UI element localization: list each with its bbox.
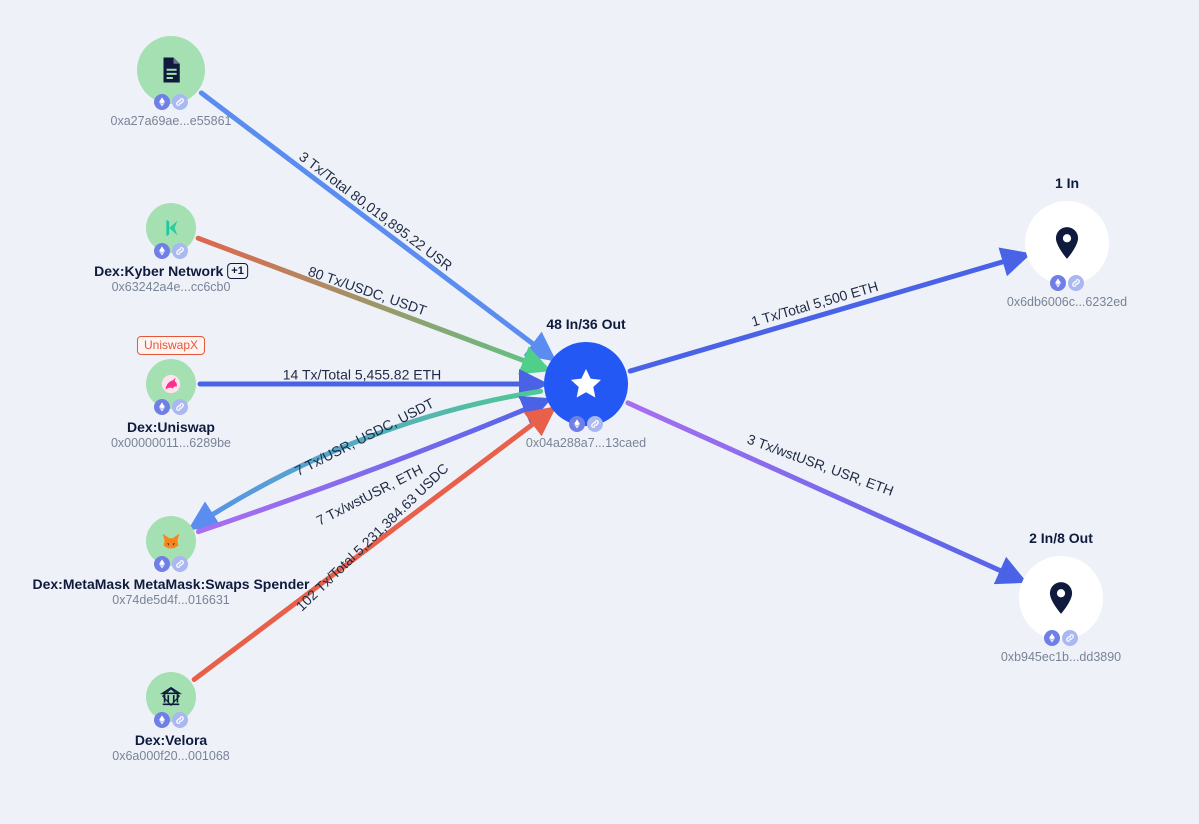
node-circle[interactable] (146, 359, 196, 409)
ethereum-icon[interactable] (154, 94, 170, 110)
edge-center-dest1[interactable] (627, 247, 1032, 374)
edge-label: 102 Tx/Total 5,231,384.63 USDC (293, 460, 452, 614)
link-icon[interactable] (172, 556, 188, 572)
link-icon[interactable] (1068, 275, 1084, 291)
node-address[interactable]: 0x6a000f20...001068 (112, 749, 230, 763)
edge-label: 80 Tx/USDC, USDT (306, 263, 429, 319)
ethereum-icon[interactable] (154, 712, 170, 728)
edge-center-dest2[interactable] (625, 400, 1028, 585)
node-address[interactable]: 0x63242a4e...cc6cb0 (111, 280, 231, 294)
chain-badges (154, 712, 188, 728)
node-name-text: Dex:Uniswap (127, 419, 215, 435)
ethereum-icon[interactable] (569, 416, 585, 432)
edge-metamask-center[interactable] (195, 395, 552, 535)
edge-kyber-center[interactable] (195, 235, 552, 375)
chain-badges (154, 94, 188, 110)
node-name-text: Dex:MetaMask MetaMask:Swaps Spender (32, 576, 310, 592)
node-circle[interactable] (1019, 556, 1103, 640)
bank-icon (160, 686, 182, 708)
more-labels-badge[interactable]: +1 (227, 263, 248, 279)
node-summary: 48 In/36 Out (546, 316, 626, 332)
node-circle[interactable] (1025, 201, 1109, 285)
ethereum-icon[interactable] (154, 399, 170, 415)
fox-logo-icon (160, 530, 182, 552)
node-summary: 1 In (1054, 175, 1080, 191)
node-address[interactable]: 0x04a288a7...13caed (525, 436, 647, 450)
ethereum-icon[interactable] (154, 556, 170, 572)
chain-badges (154, 399, 188, 415)
edge-contract-center[interactable] (198, 90, 557, 362)
star-icon (567, 365, 605, 403)
chain-badges (569, 416, 603, 432)
edge-label: 3 Tx/Total 80,019,895.22 USR (296, 148, 455, 274)
location-pin-icon (1048, 224, 1086, 262)
edge-velora-center[interactable] (191, 406, 557, 683)
ethereum-icon[interactable] (1050, 275, 1066, 291)
chain-badges (1050, 275, 1084, 291)
chain-badges (154, 243, 188, 259)
edge-center-metamask[interactable] (187, 388, 544, 531)
chain-badges (154, 556, 188, 572)
node-name-text: Dex:Kyber Network (94, 263, 224, 279)
node-circle[interactable] (146, 203, 196, 253)
link-icon[interactable] (172, 712, 188, 728)
node-name: Dex:Uniswap (127, 419, 215, 435)
node-name: Dex:Velora (135, 732, 207, 748)
node-circle[interactable] (146, 672, 196, 722)
kyber-logo-icon (160, 217, 182, 239)
link-icon[interactable] (172, 243, 188, 259)
node-address[interactable]: 0x74de5d4f...016631 (112, 593, 230, 607)
node-name-text: Dex:Velora (134, 732, 208, 748)
node-circle[interactable] (137, 36, 205, 104)
link-icon[interactable] (172, 94, 188, 110)
link-icon[interactable] (172, 399, 188, 415)
node-tag-badge[interactable]: UniswapX (136, 336, 206, 355)
location-pin-icon (1042, 579, 1080, 617)
ethereum-icon[interactable] (1044, 630, 1060, 646)
chain-badges (1044, 630, 1078, 646)
node-address[interactable]: 0x00000011...6289be (110, 436, 232, 450)
node-address[interactable]: 0xb945ec1b...dd3890 (1000, 650, 1122, 664)
node-summary: 2 In/8 Out (1029, 530, 1093, 546)
ethereum-icon[interactable] (154, 243, 170, 259)
unicorn-logo-icon (160, 373, 182, 395)
node-circle[interactable] (146, 516, 196, 566)
document-icon (156, 55, 186, 85)
node-name: Dex:Kyber Network+1 (94, 263, 248, 279)
node-address[interactable]: 0xa27a69ae...e55861 (110, 114, 232, 128)
node-name: Dex:MetaMask MetaMask:Swaps Spender (33, 576, 310, 592)
edge-label: 14 Tx/Total 5,455.82 ETH (283, 367, 442, 383)
node-circle[interactable] (544, 342, 628, 426)
node-address[interactable]: 0x6db6006c...6232ed (1006, 295, 1128, 309)
link-icon[interactable] (587, 416, 603, 432)
link-icon[interactable] (1062, 630, 1078, 646)
